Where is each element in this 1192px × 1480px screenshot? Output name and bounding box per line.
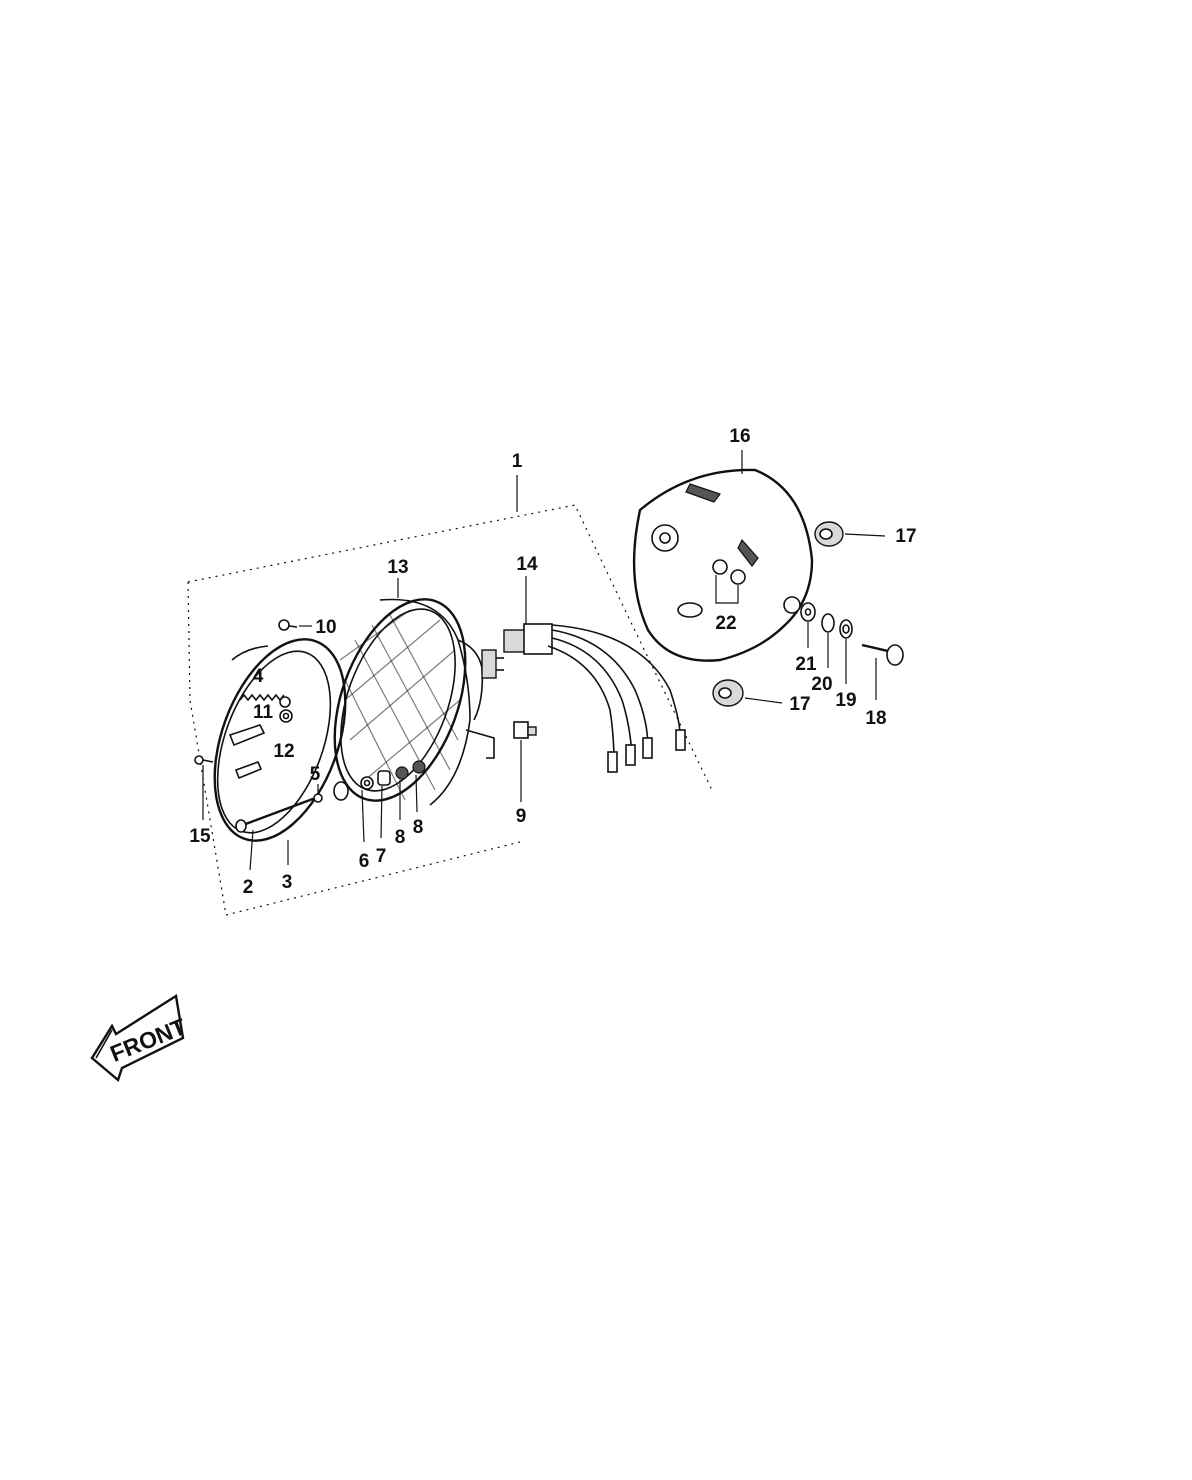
label-21: 21 [795,654,817,675]
label-8b: 8 [413,817,424,838]
label-4: 4 [253,666,264,687]
front-label: FRONT [106,1013,189,1067]
rim-mounting-brackets [228,724,266,780]
washer-21 [800,602,816,648]
label-8a: 8 [395,827,406,848]
label-11: 11 [253,702,274,723]
label-14: 14 [516,554,538,575]
washer-5 [313,781,349,803]
label-9: 9 [516,806,527,827]
front-direction-arrow: FRONT [90,994,190,1083]
leader-lines-left [249,578,418,871]
label-20: 20 [811,674,832,695]
sealed-beam-unit [333,598,504,806]
label-6: 6 [359,851,370,872]
label-2: 2 [243,877,254,898]
part-labels: 1 2 3 4 5 6 7 8 8 9 10 11 12 13 14 15 16… [189,426,916,898]
headlight-housing [632,450,814,662]
label-5: 5 [310,764,321,785]
bolt-18 [861,643,904,700]
label-17a: 17 [895,526,916,547]
label-7: 7 [376,846,387,867]
label-17b: 17 [789,694,810,715]
label-3: 3 [282,872,293,893]
grommet-lower [712,679,783,707]
label-22: 22 [715,613,736,634]
screw-10 [278,619,312,631]
washer-19 [839,619,853,684]
label-19: 19 [835,690,856,711]
nut-12 [279,709,293,723]
hardware-stack [360,760,426,790]
rim-screw-long [235,795,319,833]
label-10: 10 [315,617,336,638]
label-12: 12 [273,741,294,762]
label-15: 15 [189,826,211,847]
assembly-boundary [187,475,713,916]
screw-15 [194,755,214,820]
adjusting-spring [239,693,285,702]
label-18: 18 [865,708,886,729]
wiring-harness [503,576,686,773]
label-16: 16 [729,426,750,447]
nut-11 [279,696,291,708]
grommet-upper [814,521,886,547]
leader-22 [715,575,739,604]
label-1: 1 [512,451,523,472]
label-13: 13 [387,557,408,578]
socket-9 [513,721,537,802]
washer-20 [821,613,835,668]
